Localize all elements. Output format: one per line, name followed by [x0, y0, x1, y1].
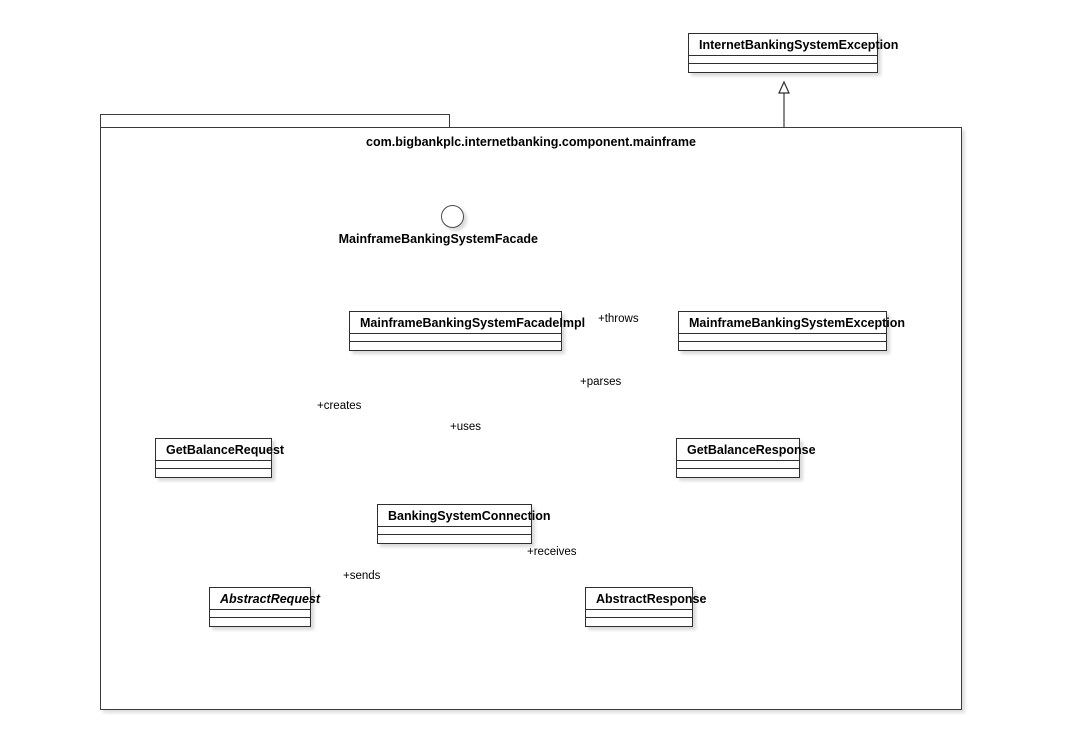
edge-label-sends: +sends [343, 570, 381, 582]
class-operations-compartment [677, 469, 799, 477]
class-name-abstract-response: AbstractResponse [586, 588, 706, 610]
class-attributes-compartment [586, 610, 692, 618]
edge-label-uses: +uses [450, 421, 482, 433]
class-abstract-response[interactable]: AbstractResponse [585, 587, 706, 627]
class-operations-compartment [586, 618, 692, 626]
edge-label-creates: +creates [317, 400, 362, 412]
class-abstract-request[interactable]: AbstractRequest [209, 587, 320, 627]
class-name-mainframe-banking-system-facade-impl: MainframeBankingSystemFacadeImpl [350, 312, 585, 334]
class-get-balance-request[interactable]: GetBalanceRequest [155, 438, 284, 478]
class-name-mainframe-banking-system-exception: MainframeBankingSystemException [679, 312, 905, 334]
class-mainframe-banking-system-exception[interactable]: MainframeBankingSystemException [678, 311, 905, 351]
class-operations-compartment [689, 64, 877, 72]
class-name-get-balance-response: GetBalanceResponse [677, 439, 816, 461]
class-attributes-compartment [156, 461, 271, 469]
class-attributes-compartment [679, 334, 886, 342]
class-attributes-compartment [689, 56, 877, 64]
interface-label: MainframeBankingSystemFacade [338, 232, 538, 246]
class-attributes-compartment [378, 527, 531, 535]
class-banking-system-connection[interactable]: BankingSystemConnection [377, 504, 551, 544]
class-attributes-compartment [677, 461, 799, 469]
edge-label-receives: +receives [527, 546, 577, 558]
class-attributes-compartment [350, 334, 561, 342]
class-get-balance-response[interactable]: GetBalanceResponse [676, 438, 816, 478]
class-name-banking-system-connection: BankingSystemConnection [378, 505, 551, 527]
class-operations-compartment [156, 469, 271, 477]
edge-label-throws: +throws [598, 313, 639, 325]
package-tab [100, 114, 450, 128]
package-title: com.bigbankplc.internetbanking.component… [366, 135, 696, 149]
class-internet-banking-system-exception[interactable]: InternetBankingSystemException [688, 33, 898, 73]
class-name-internet-banking-system-exception: InternetBankingSystemException [689, 34, 898, 56]
interface-lollipop-icon[interactable] [441, 205, 464, 228]
class-attributes-compartment [210, 610, 310, 618]
class-operations-compartment [210, 618, 310, 626]
class-operations-compartment [378, 535, 531, 543]
class-name-get-balance-request: GetBalanceRequest [156, 439, 284, 461]
edge-label-parses: +parses [580, 376, 622, 388]
class-mainframe-banking-system-facade-impl[interactable]: MainframeBankingSystemFacadeImpl [349, 311, 585, 351]
class-operations-compartment [350, 342, 561, 350]
class-operations-compartment [679, 342, 886, 350]
class-name-abstract-request: AbstractRequest [210, 588, 320, 610]
